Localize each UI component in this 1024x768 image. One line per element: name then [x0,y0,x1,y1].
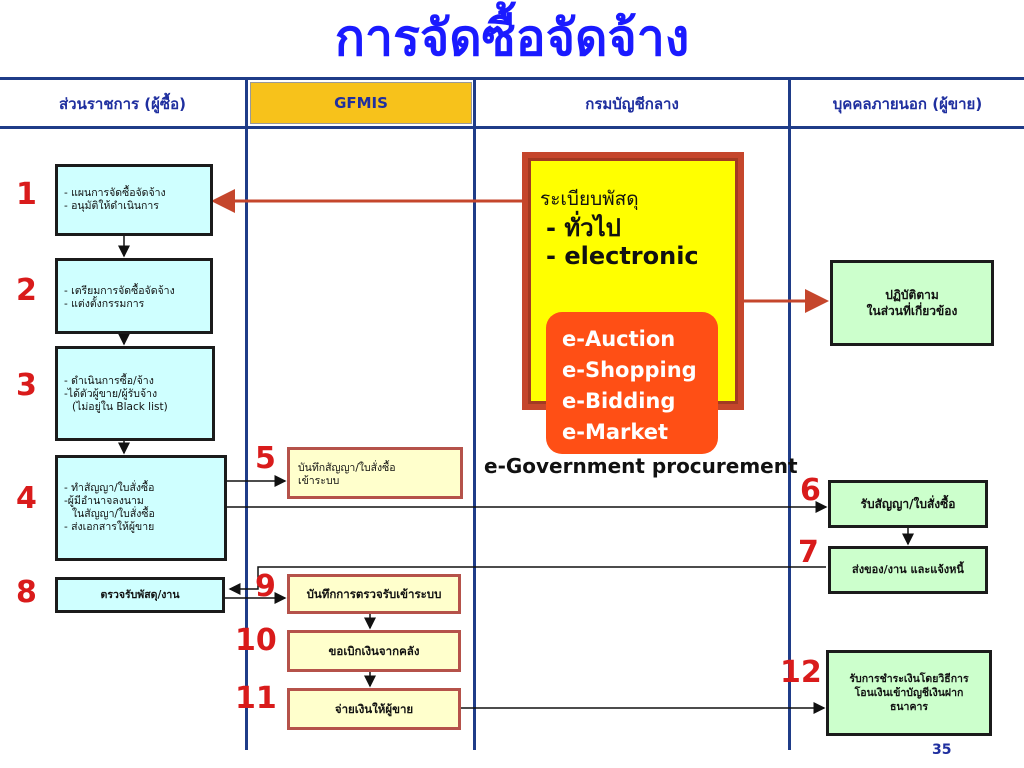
lane-divider-3 [788,78,791,750]
step3-line2: -ได้ตัวผู้ขาย/ผู้รับจ้าง [64,388,158,400]
step5-line1: บันทึกสัญญา/ใบสั่งซื้อ [298,462,396,474]
e-government-procurement-label: e-Government procurement [484,454,798,478]
step2-box: - เตรียมการจัดซื้อจัดจ้าง - แต่งตั้งกรรม… [55,258,213,334]
step12-line1: รับการชำระเงินโดยวิธีการ [849,673,969,685]
regulation-title: ระเบียบพัสดุ [540,188,639,210]
step8-label: ตรวจรับพัสดุ/งาน [100,588,180,601]
arrow-step7-to-step8 [228,566,826,595]
step4-line1: - ทำสัญญา/ใบสั่งซื้อ [64,482,155,494]
step1-box: - แผนการจัดซื้อจัดจ้าง - อนุมัติให้ดำเนิ… [55,164,213,236]
step9-box: บันทึกการตรวจรับเข้าระบบ [287,574,461,614]
step5-line2: เข้าระบบ [298,475,340,487]
comply-box: ปฏิบัติตาม ในส่วนที่เกี่ยวข้อง [830,260,994,346]
step1-line1: - แผนการจัดซื้อจัดจ้าง [64,187,166,199]
step4-box: - ทำสัญญา/ใบสั่งซื้อ -ผู้มีอำนาจลงนาม ใน… [55,455,227,561]
e-services-box: e-Auction e-Shopping e-Bidding e-Market [546,312,718,454]
step-number-10: 10 [235,623,277,658]
step5-box: บันทึกสัญญา/ใบสั่งซื้อ เข้าระบบ [287,447,463,499]
step-number-3: 3 [16,368,37,403]
step-number-8: 8 [16,575,37,610]
column-header-gfmis: GFMIS [250,82,472,124]
step7-box: ส่งของ/งาน และแจ้งหนี้ [828,546,988,594]
step11-label: จ่ายเงินให้ผู้ขาย [334,701,414,716]
step8-box: ตรวจรับพัสดุ/งาน [55,577,225,613]
step10-label: ขอเบิกเงินจากคลัง [328,643,420,658]
step-number-7: 7 [798,535,819,570]
step2-line1: - เตรียมการจัดซื้อจัดจ้าง [64,285,175,297]
step6-box: รับสัญญา/ใบสั่งซื้อ [828,480,988,528]
page-title: การจัดซื้อจัดจ้าง [334,9,690,67]
step-number-6: 6 [800,473,821,508]
column-header-seller: บุคคลภายนอก (ผู้ขาย) [832,95,983,113]
step9-label: บันทึกการตรวจรับเข้าระบบ [306,586,442,601]
e-shopping-label: e-Shopping [562,358,697,382]
column-header-buyer: ส่วนราชการ (ผู้ซื้อ) [59,95,186,113]
step3-line3: (ไม่อยู่ใน Black list) [72,401,168,413]
step-number-5: 5 [255,441,276,476]
step-number-12: 12 [780,655,822,690]
column-header-comptroller: กรมบัญชีกลาง [585,95,679,113]
lane-divider-2 [473,78,476,750]
step4-line3: ในสัญญา/ใบสั่งซื้อ [72,508,155,520]
step4-line2: -ผู้มีอำนาจลงนาม [64,495,144,507]
step-number-11: 11 [235,681,277,716]
e-market-label: e-Market [562,420,669,444]
header-top-rule [0,77,1024,80]
regulation-electronic: - electronic [546,242,699,270]
step2-line2: - แต่งตั้งกรรมการ [64,298,145,310]
step12-line2: โอนเงินเข้าบัญชีเงินฝาก [854,687,964,699]
e-bidding-label: e-Bidding [562,389,676,413]
step-number-4: 4 [16,481,37,516]
step11-box: จ่ายเงินให้ผู้ขาย [287,688,461,730]
step3-line1: - ดำเนินการซื้อ/จ้าง [64,375,154,387]
page-number: 35 [932,742,952,758]
lane-divider-1 [245,78,248,750]
step-number-2: 2 [16,273,37,308]
step12-box: รับการชำระเงินโดยวิธีการ โอนเงินเข้าบัญช… [826,650,992,736]
regulation-general: - ทั่วไป [546,214,621,242]
step-number-9: 9 [255,569,276,604]
step4-line4: - ส่งเอกสารให้ผู้ขาย [64,521,155,533]
step12-line3: ธนาคาร [889,701,929,713]
e-auction-label: e-Auction [562,327,676,351]
step1-line2: - อนุมัติให้ดำเนินการ [64,200,159,212]
step3-box: - ดำเนินการซื้อ/จ้าง -ได้ตัวผู้ขาย/ผู้รั… [55,346,215,441]
comply-line1: ปฏิบัติตาม [885,288,939,302]
step6-label: รับสัญญา/ใบสั่งซื้อ [860,497,956,511]
comply-line2: ในส่วนที่เกี่ยวข้อง [866,304,958,318]
step7-label: ส่งของ/งาน และแจ้งหนี้ [852,563,964,576]
step-number-1: 1 [16,177,37,212]
header-bottom-rule [0,126,1024,129]
step10-box: ขอเบิกเงินจากคลัง [287,630,461,672]
